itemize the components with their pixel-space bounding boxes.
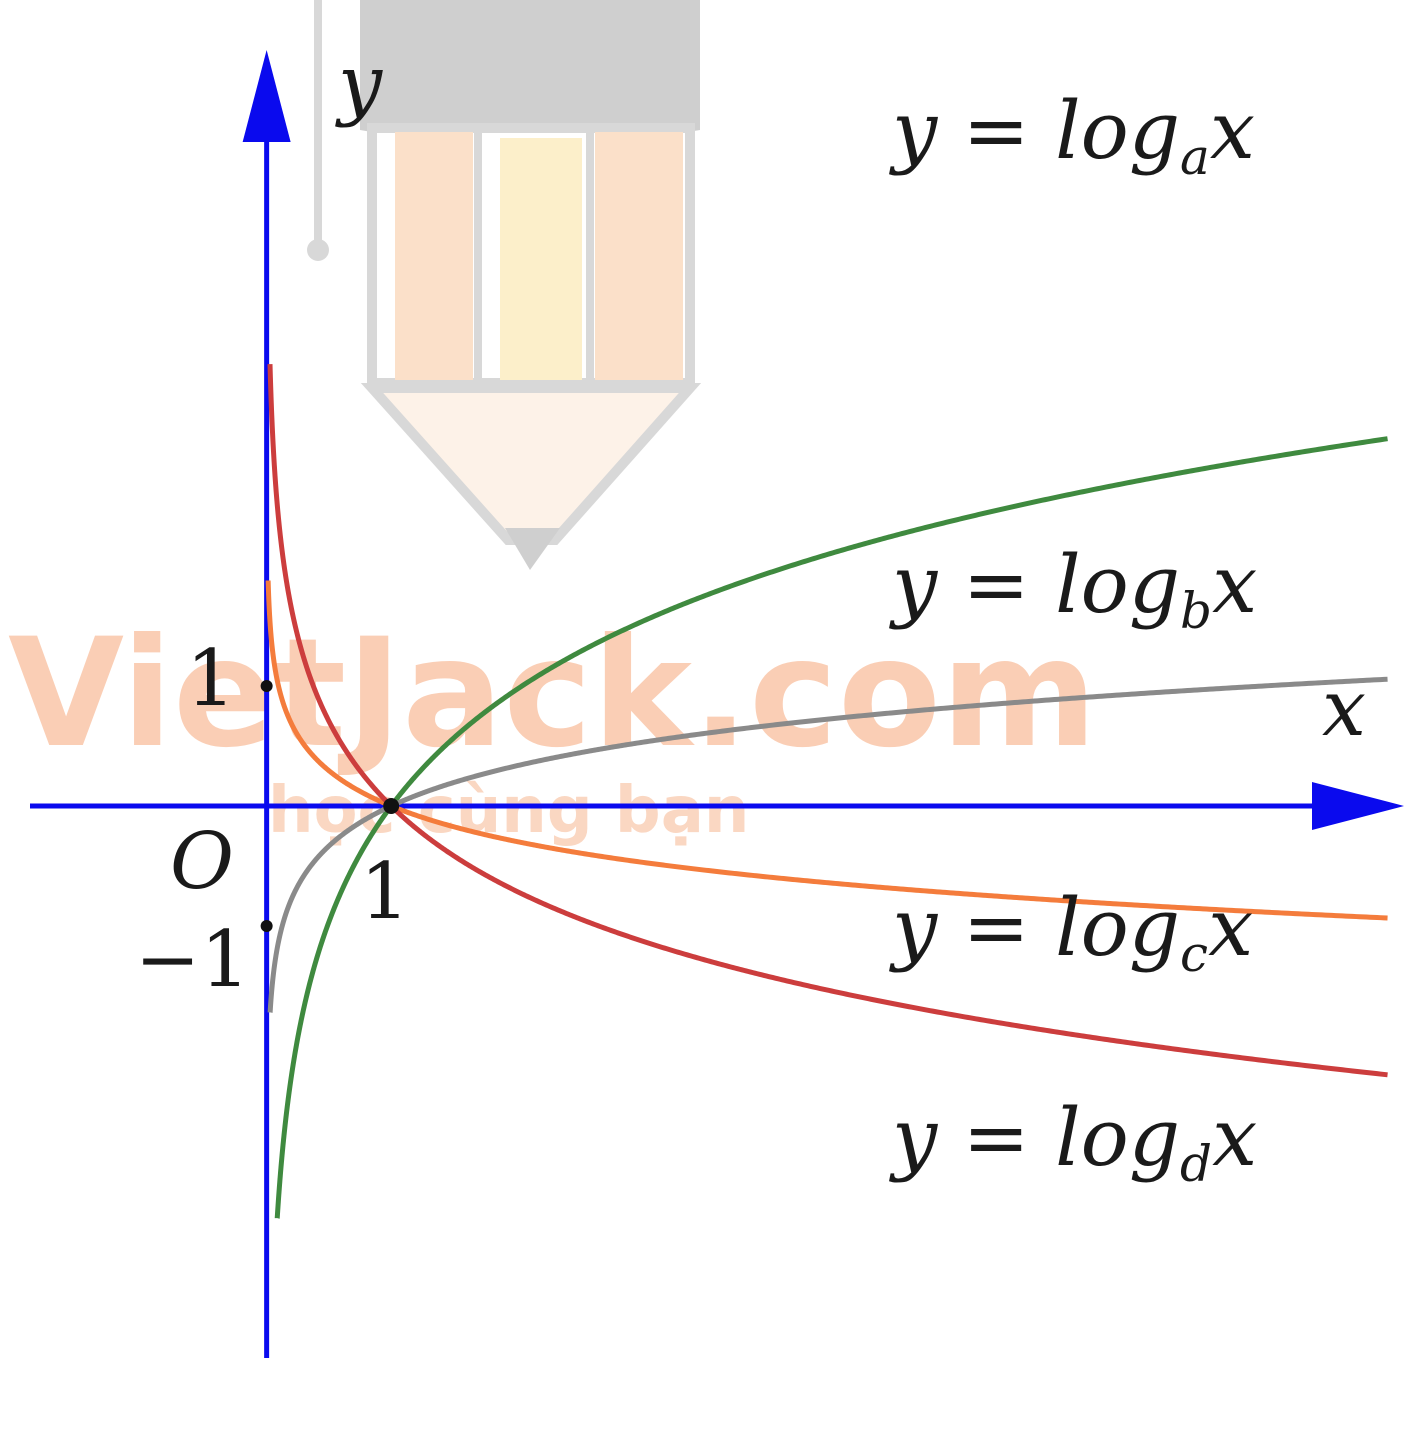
axes — [30, 50, 1404, 1358]
series-label-base: d — [1180, 1135, 1212, 1193]
series-label-left: y = log — [889, 538, 1180, 631]
series-label-left: y = log — [889, 84, 1180, 177]
series-label-right: x — [1212, 1091, 1257, 1184]
series-line-c — [265, 578, 1388, 921]
series-label-left: y = log — [889, 881, 1180, 974]
x-tick-label: 1 — [360, 847, 410, 937]
series-label-log-b: y = logbx — [889, 538, 1257, 640]
series-label-right: x — [1210, 84, 1255, 177]
y-tick-point — [260, 680, 273, 692]
y-axis-arrowhead — [242, 50, 291, 142]
intersection-point — [383, 798, 400, 814]
watermark-brand-text: VietJack.com — [8, 607, 1097, 781]
origin-label: O — [170, 817, 234, 907]
series-label-left: y = log — [889, 1091, 1180, 1184]
series-label-base: c — [1180, 925, 1208, 983]
y-tick-label: 1 — [186, 634, 236, 724]
series-label-base: b — [1180, 582, 1212, 640]
series-line-b — [267, 676, 1388, 1015]
series-line-a — [274, 436, 1388, 1221]
watermark-pencil-logo — [307, 0, 702, 570]
series-line-d — [267, 361, 1388, 1078]
x-axis-arrowhead — [1312, 782, 1404, 830]
marked-points — [260, 680, 400, 932]
y-tick-label: −1 — [135, 915, 250, 1005]
y-axis-label: y — [335, 39, 383, 129]
series-label-log-a: y = logax — [889, 84, 1255, 186]
series-label-log-d: y = logdx — [889, 1091, 1257, 1193]
series-label-right: x — [1208, 881, 1253, 974]
y-tick-point — [260, 920, 273, 932]
series-label-log-c: y = logcx — [889, 881, 1253, 983]
series-label-right: x — [1212, 538, 1257, 631]
log-curves — [265, 361, 1388, 1221]
series-label-base: a — [1180, 128, 1210, 186]
x-axis-label: x — [1322, 664, 1366, 754]
